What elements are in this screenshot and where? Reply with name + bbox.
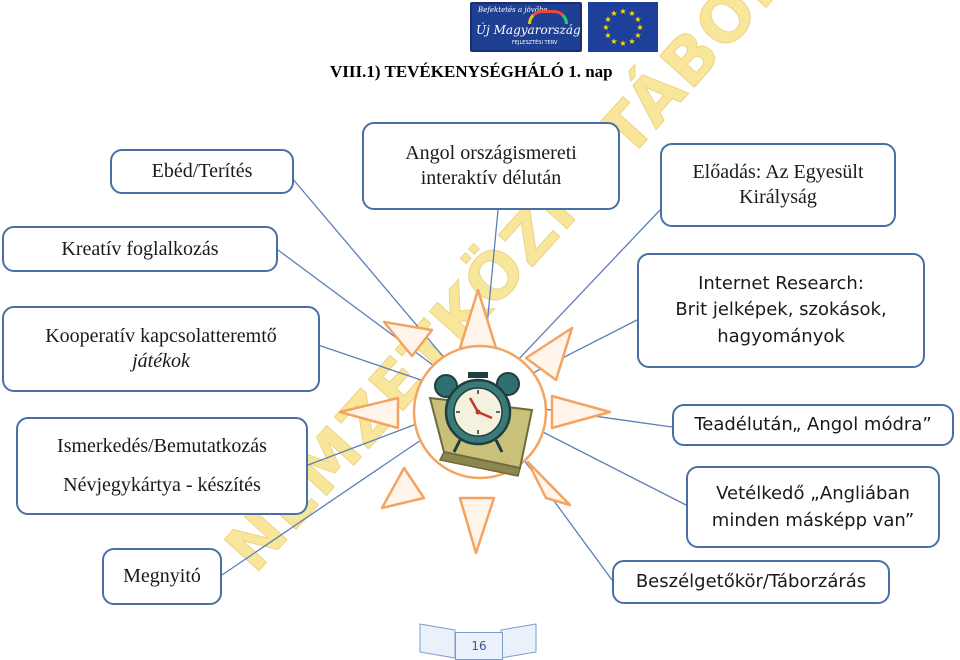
node-label: Brit jelképek, szokások, — [675, 299, 887, 321]
sun-ray — [524, 326, 574, 382]
logo-rainbow — [528, 10, 568, 24]
node-vetelkedo: Vetélkedő „Angliában minden másképp van” — [686, 466, 940, 548]
sun-ray — [380, 466, 426, 510]
node-label: Beszélgetőkör/Táborzárás — [635, 570, 867, 592]
node-label: Vetélkedő „Angliában — [716, 483, 910, 504]
node-angol: Angol országismereti interaktív délután — [362, 122, 620, 210]
svg-text:★: ★ — [628, 37, 635, 46]
svg-text:★: ★ — [634, 15, 641, 24]
node-eloadas: Előadás: Az Egyesült Királyság — [660, 143, 896, 227]
logo-main-text: Új Magyarország — [476, 23, 581, 37]
node-kooperativ: Kooperatív kapcsolatteremtő játékok — [2, 306, 320, 392]
node-label: Ismerkedés/Bemutatkozás — [57, 434, 267, 457]
svg-text:★: ★ — [604, 15, 611, 24]
sun-ray — [382, 320, 434, 358]
svg-text:★: ★ — [619, 39, 626, 48]
node-ebed: Ebéd/Terítés — [110, 149, 294, 194]
logo-sub-text: FEJLESZTÉSI TERV — [512, 40, 558, 46]
hu-development-logo: Befektetés a jövőbe Új Magyarország FEJL… — [470, 2, 582, 52]
node-label: hagyományok — [717, 325, 845, 347]
node-label: Megnyitó — [123, 565, 201, 587]
node-label: minden másképp van” — [711, 510, 915, 531]
node-teadelutan: Teadélután„ Angol módra” — [672, 404, 954, 446]
svg-text:★: ★ — [628, 9, 635, 18]
node-kreativ: Kreatív foglalkozás — [2, 226, 278, 272]
sun-rays — [338, 288, 612, 555]
page-title: VIII.1) TEVÉKENYSÉGHÁLÓ 1. nap — [330, 62, 613, 81]
node-label: Királyság — [739, 186, 817, 208]
svg-text:★: ★ — [610, 37, 617, 46]
node-ismerkedes: Ismerkedés/Bemutatkozás Névjegykártya - … — [16, 417, 308, 515]
svg-text:★: ★ — [636, 23, 643, 32]
node-label: játékok — [132, 350, 190, 372]
logo-tagline: Befektetés a jövőbe — [478, 6, 548, 14]
node-label: Angol országismereti — [405, 142, 577, 164]
node-label: Kooperatív kapcsolatteremtő — [45, 325, 277, 347]
node-beszelgetokor: Beszélgetőkör/Táborzárás — [612, 560, 890, 604]
node-label: Teadélután„ Angol módra” — [694, 413, 932, 435]
eu-stars-icon: ★★★ ★★★ ★★★ ★★★ — [602, 7, 643, 48]
svg-text:★: ★ — [619, 7, 626, 16]
page-number-frame — [419, 623, 537, 659]
svg-text:★: ★ — [604, 31, 611, 40]
eu-flag-logo: ★★★ ★★★ ★★★ ★★★ — [588, 2, 658, 52]
svg-text:★: ★ — [602, 23, 609, 32]
node-label: interaktív délután — [420, 167, 562, 189]
node-label: Internet Research: — [698, 273, 864, 295]
node-label: Kreatív foglalkozás — [61, 237, 219, 260]
sun-ray — [526, 460, 572, 507]
sun-ray — [458, 496, 496, 555]
node-megnyito: Megnyitó — [102, 548, 222, 605]
svg-text:★: ★ — [610, 9, 617, 18]
alarm-clock-icon — [428, 372, 534, 477]
sun-ray — [550, 394, 612, 430]
node-label: Névjegykártya - készítés — [63, 474, 261, 497]
svg-text:★: ★ — [634, 31, 641, 40]
node-label: Előadás: Az Egyesült — [692, 161, 864, 183]
page-number: 16 — [455, 632, 503, 660]
node-internet: Internet Research: Brit jelképek, szokás… — [637, 253, 925, 368]
node-label: Ebéd/Terítés — [151, 160, 253, 182]
sun-ray — [338, 396, 400, 430]
